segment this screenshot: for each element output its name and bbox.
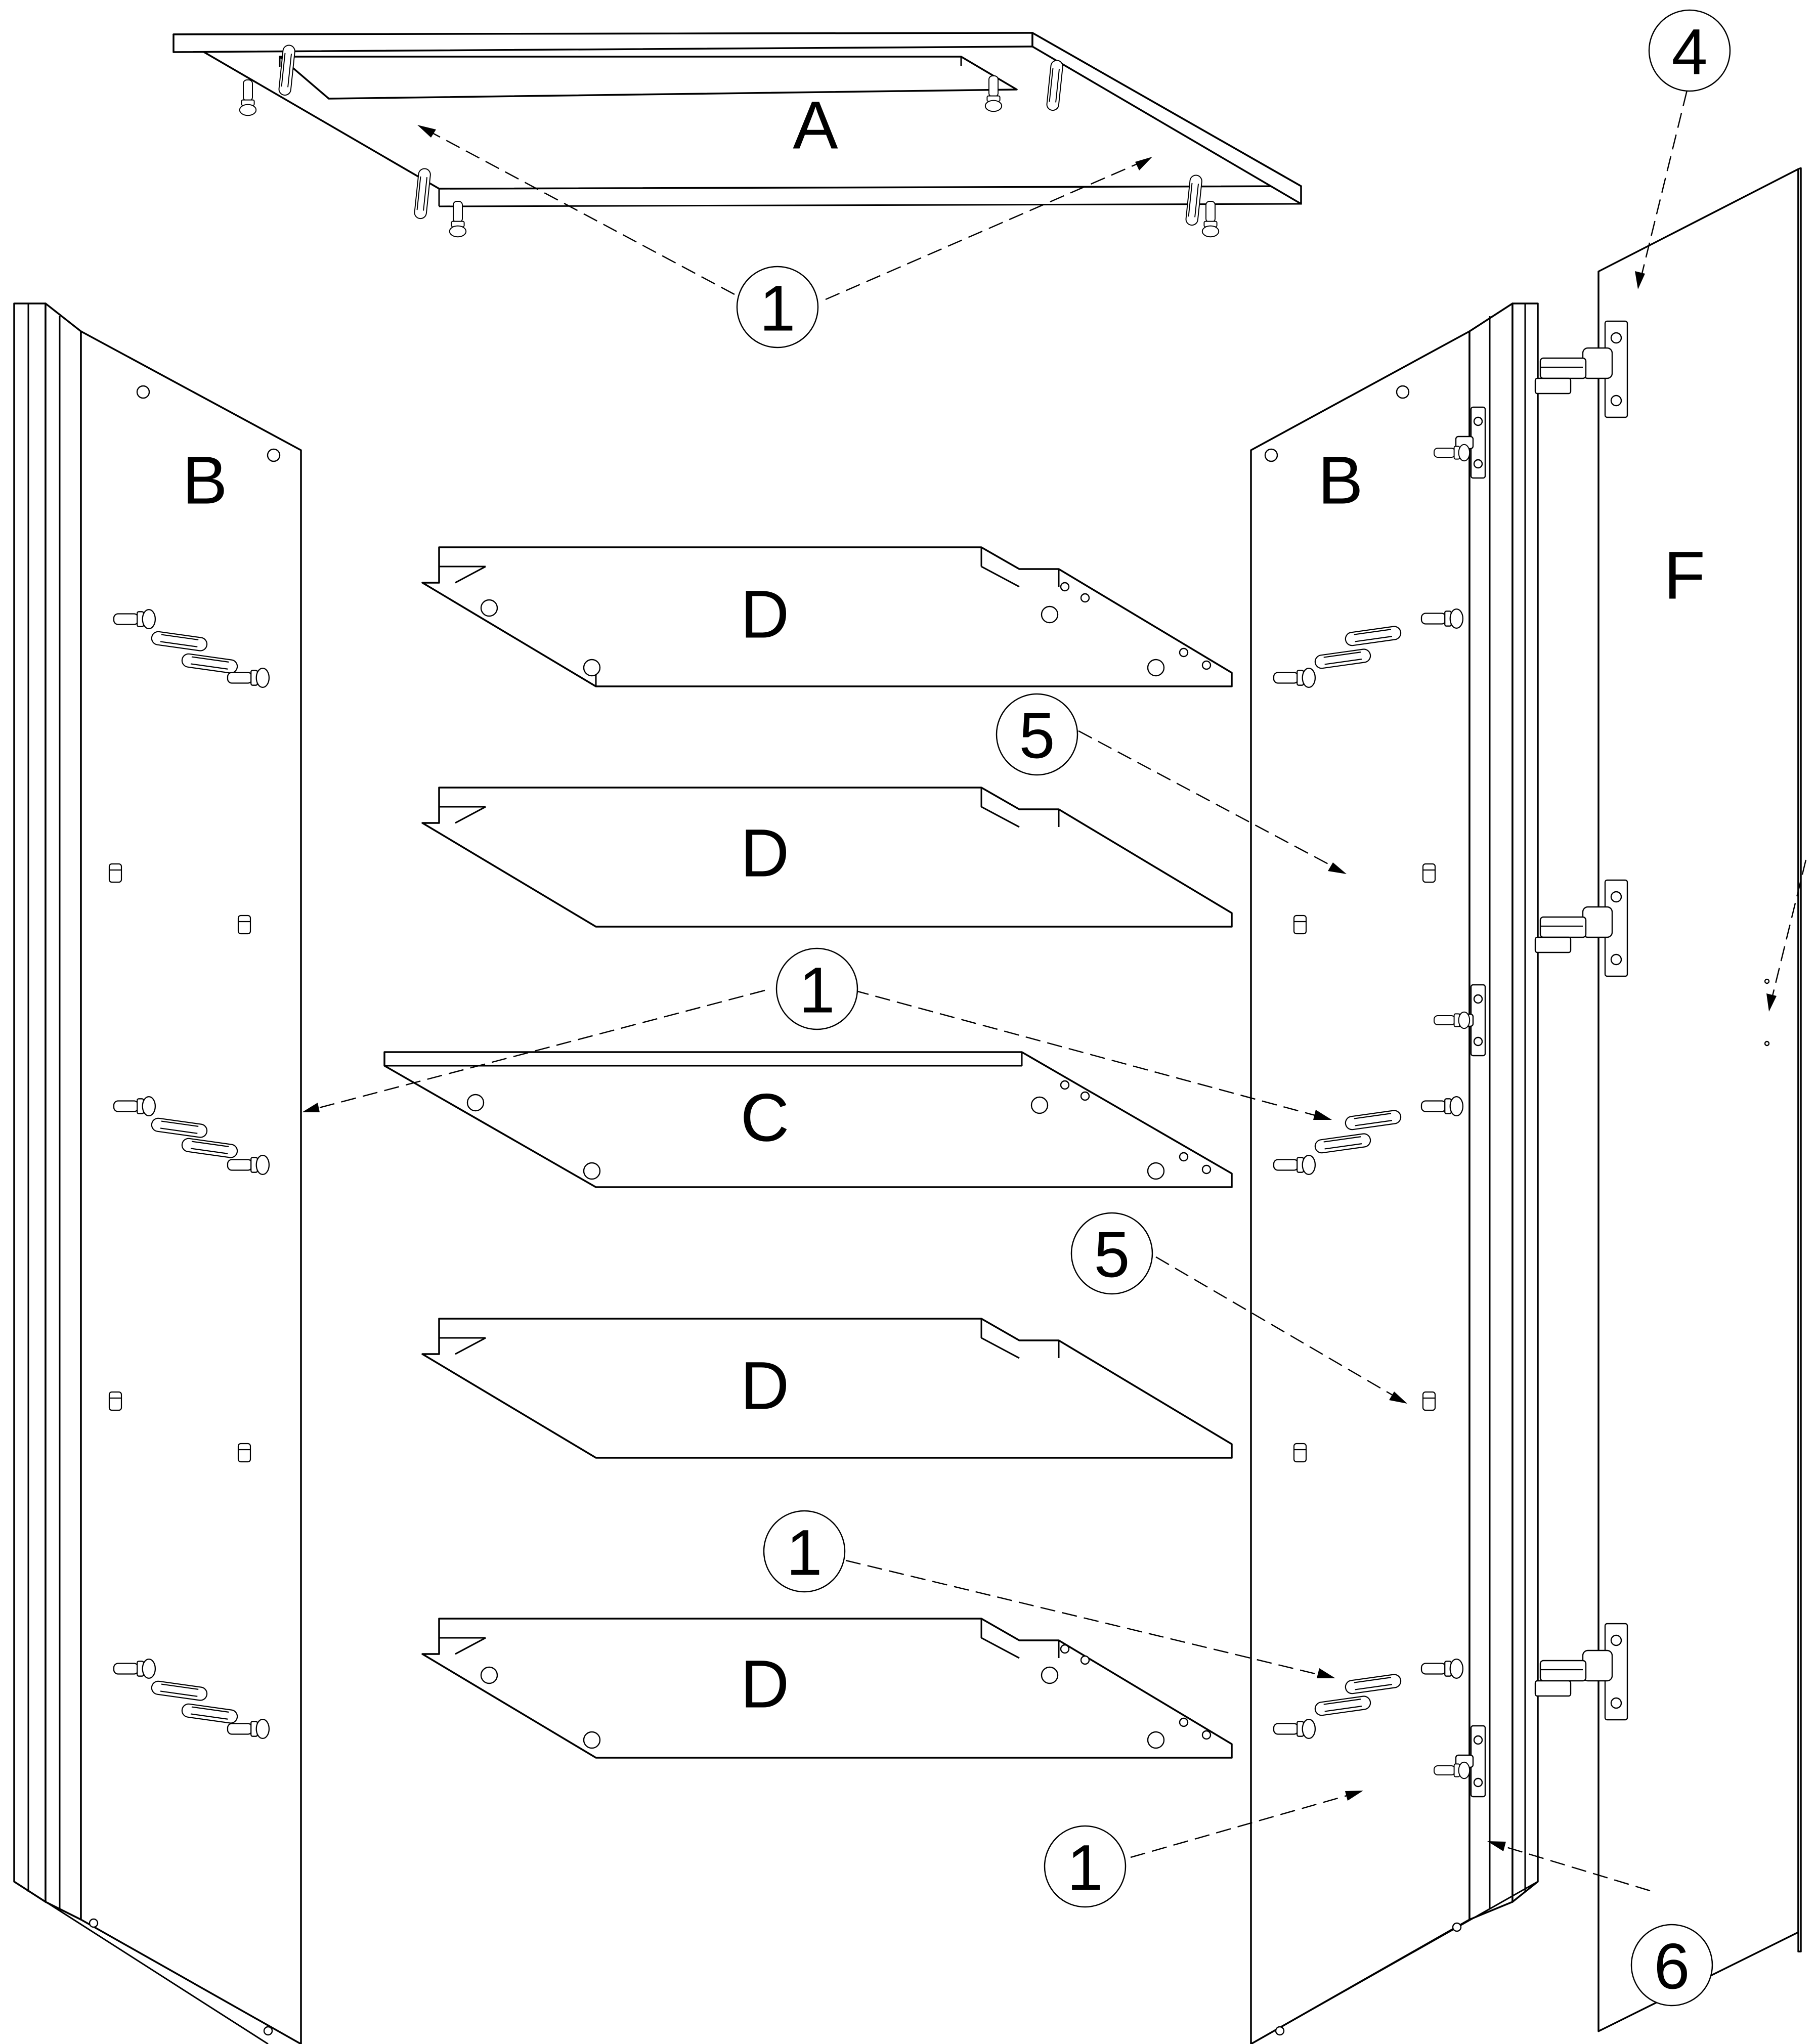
svg-text:4: 4 xyxy=(1671,16,1707,89)
top-panel xyxy=(172,32,1302,238)
part-label-f: F xyxy=(1664,538,1705,614)
part-label-d-4: D xyxy=(741,1349,790,1424)
middle-shelf-c xyxy=(383,1051,1233,1188)
leader-arrows xyxy=(302,69,1807,1892)
svg-text:1: 1 xyxy=(786,1517,822,1589)
part-label-b-right: B xyxy=(1318,443,1363,518)
callout-1-bottom: 1 xyxy=(1044,1825,1127,1908)
right-side-panel xyxy=(1250,302,1539,2044)
door xyxy=(1597,167,1802,2032)
shelf-d-2 xyxy=(421,787,1233,928)
svg-text:1: 1 xyxy=(1067,1832,1103,1904)
shelf-d-5 xyxy=(421,1618,1233,1759)
shelf-d-1 xyxy=(421,546,1233,687)
part-label-d-1: D xyxy=(741,577,790,653)
svg-text:5: 5 xyxy=(1094,1219,1130,1291)
part-label-a: A xyxy=(793,88,838,163)
part-label-d-5: D xyxy=(741,1647,790,1722)
callout-1-middle: 1 xyxy=(775,947,858,1030)
part-label-d-2: D xyxy=(741,816,790,891)
callout-1-lower: 1 xyxy=(763,1510,846,1593)
part-label-c: C xyxy=(741,1080,790,1156)
left-side-panel xyxy=(13,302,302,2044)
part-label-b-left: B xyxy=(182,443,227,518)
callout-6: 6 xyxy=(1630,1924,1713,2007)
callout-5-upper: 5 xyxy=(996,693,1078,776)
svg-text:6: 6 xyxy=(1654,1931,1690,2003)
svg-text:5: 5 xyxy=(1019,700,1055,772)
callout-1-top: 1 xyxy=(736,266,819,349)
svg-text:1: 1 xyxy=(759,273,795,345)
callout-5-lower: 5 xyxy=(1070,1212,1153,1295)
callout-4: 4 xyxy=(1648,9,1731,92)
shelf-d-4 xyxy=(421,1318,1233,1459)
svg-text:1: 1 xyxy=(799,954,835,1027)
